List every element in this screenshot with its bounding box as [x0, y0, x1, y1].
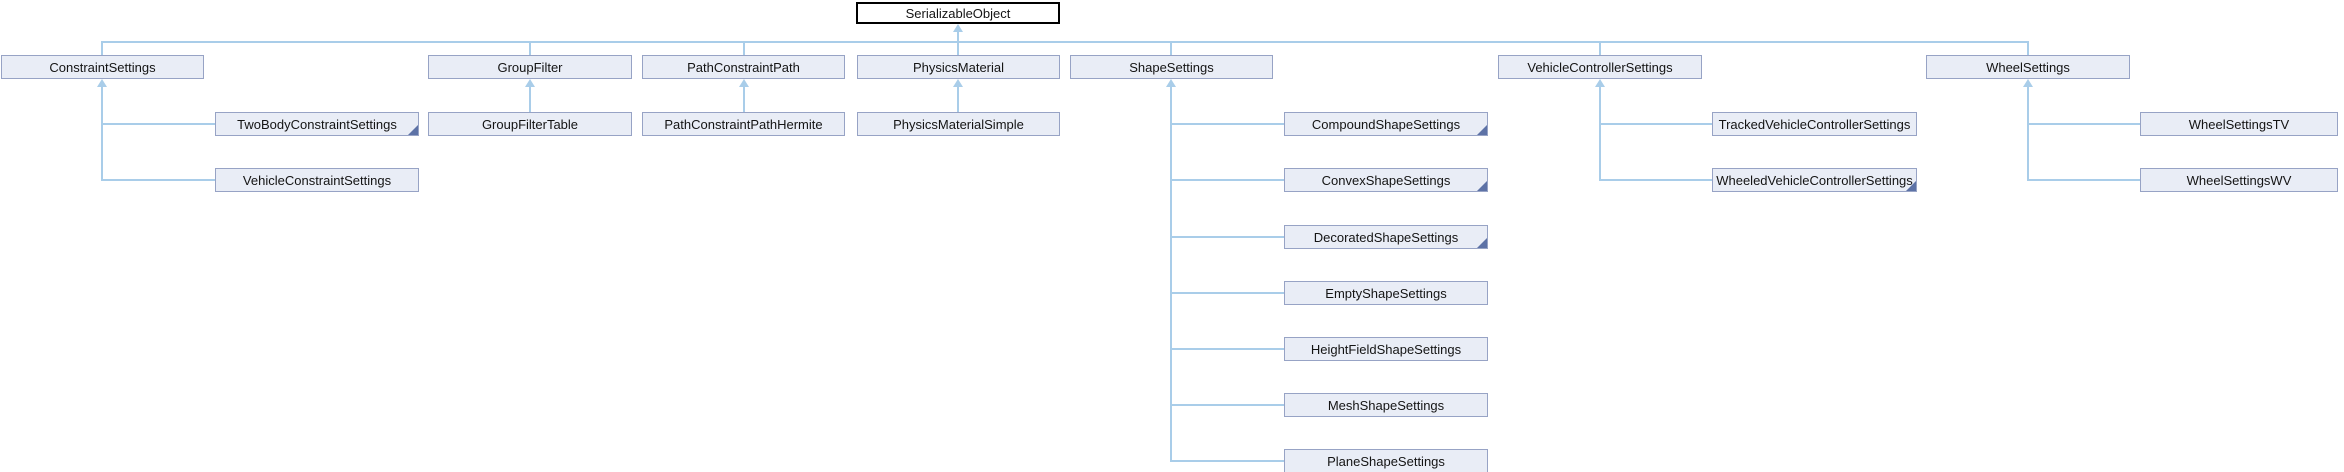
expand-subclasses-icon[interactable] [1477, 125, 1487, 135]
edge-line [101, 86, 103, 181]
class-node-decoratedshapesettings[interactable]: DecoratedShapeSettings [1284, 225, 1488, 249]
class-node-constraintsettings[interactable]: ConstraintSettings [1, 55, 204, 79]
class-node-wheelsettingstv[interactable]: WheelSettingsTV [2140, 112, 2338, 136]
edge-line [2027, 43, 2029, 55]
class-node-pathconstraintpathhermite[interactable]: PathConstraintPathHermite [642, 112, 845, 136]
edge-line [957, 86, 959, 112]
edge-line [101, 41, 2029, 43]
class-node-wheelsettings[interactable]: WheelSettings [1926, 55, 2130, 79]
edge-line [1170, 179, 1284, 181]
class-node-groupfiltertable[interactable]: GroupFilterTable [428, 112, 632, 136]
class-node-label: TwoBodyConstraintSettings [237, 116, 397, 132]
edge-line [101, 179, 215, 181]
expand-subclasses-icon[interactable] [1477, 238, 1487, 248]
edge-line [2027, 123, 2140, 125]
class-node-shapesettings[interactable]: ShapeSettings [1070, 55, 1273, 79]
class-node-wheelsettingswv[interactable]: WheelSettingsWV [2140, 168, 2338, 192]
edge-line [2027, 179, 2140, 181]
edge-line [1599, 123, 1712, 125]
arrowhead-up-icon [525, 79, 535, 87]
class-node-trackedvehiclecontrollersettings[interactable]: TrackedVehicleControllerSettings [1712, 112, 1917, 136]
edge-line [1170, 236, 1284, 238]
edge-line [957, 43, 959, 55]
class-node-pathconstraintpath[interactable]: PathConstraintPath [642, 55, 845, 79]
class-node-heightfieldshapesettings[interactable]: HeightFieldShapeSettings [1284, 337, 1488, 361]
class-node-physicsmaterial[interactable]: PhysicsMaterial [857, 55, 1060, 79]
class-node-meshshapesettings[interactable]: MeshShapeSettings [1284, 393, 1488, 417]
edge-line [743, 86, 745, 112]
class-node-planeshapesettings[interactable]: PlaneShapeSettings [1284, 449, 1488, 472]
edge-line [1170, 404, 1284, 406]
class-node-wheeledvehiclecontrollersettings[interactable]: WheeledVehicleControllerSettings [1712, 168, 1917, 192]
class-node-emptyshapesettings[interactable]: EmptyShapeSettings [1284, 281, 1488, 305]
edge-line [1599, 179, 1712, 181]
class-node-twobodyconstraintsettings[interactable]: TwoBodyConstraintSettings [215, 112, 419, 136]
edge-line [1170, 460, 1284, 462]
class-node-label: WheeledVehicleControllerSettings [1716, 172, 1913, 188]
expand-subclasses-icon[interactable] [1477, 181, 1487, 191]
edge-line [1170, 86, 1172, 462]
class-node-label: DecoratedShapeSettings [1313, 229, 1459, 245]
class-node-convexshapesettings[interactable]: ConvexShapeSettings [1284, 168, 1488, 192]
class-node-label: ConvexShapeSettings [1321, 172, 1451, 188]
edge-line [1170, 292, 1284, 294]
arrowhead-up-icon [1166, 79, 1176, 87]
class-node-groupfilter[interactable]: GroupFilter [428, 55, 632, 79]
class-node-vehicleconstraintsettings[interactable]: VehicleConstraintSettings [215, 168, 419, 192]
edge-line [2027, 86, 2029, 181]
arrowhead-up-icon [953, 24, 963, 32]
edge-line [1170, 123, 1284, 125]
class-node-label: CompoundShapeSettings [1311, 116, 1461, 132]
edge-line [101, 123, 215, 125]
class-node-compoundshapesettings[interactable]: CompoundShapeSettings [1284, 112, 1488, 136]
class-node-serializableobject[interactable]: SerializableObject [856, 2, 1060, 24]
class-node-physicsmaterialsimple[interactable]: PhysicsMaterialSimple [857, 112, 1060, 136]
edge-line [1170, 348, 1284, 350]
arrowhead-up-icon [2023, 79, 2033, 87]
edge-line [957, 31, 959, 42]
edge-line [101, 43, 103, 55]
expand-subclasses-icon[interactable] [1906, 181, 1916, 191]
arrowhead-up-icon [1595, 79, 1605, 87]
arrowhead-up-icon [739, 79, 749, 87]
edge-line [1170, 43, 1172, 55]
expand-subclasses-icon[interactable] [408, 125, 418, 135]
arrowhead-up-icon [953, 79, 963, 87]
edge-line [529, 86, 531, 112]
edge-line [1599, 86, 1601, 181]
class-node-vehiclecontrollersettings[interactable]: VehicleControllerSettings [1498, 55, 1702, 79]
arrowhead-up-icon [97, 79, 107, 87]
edge-line [743, 43, 745, 55]
edge-line [529, 43, 531, 55]
edge-line [1599, 43, 1601, 55]
